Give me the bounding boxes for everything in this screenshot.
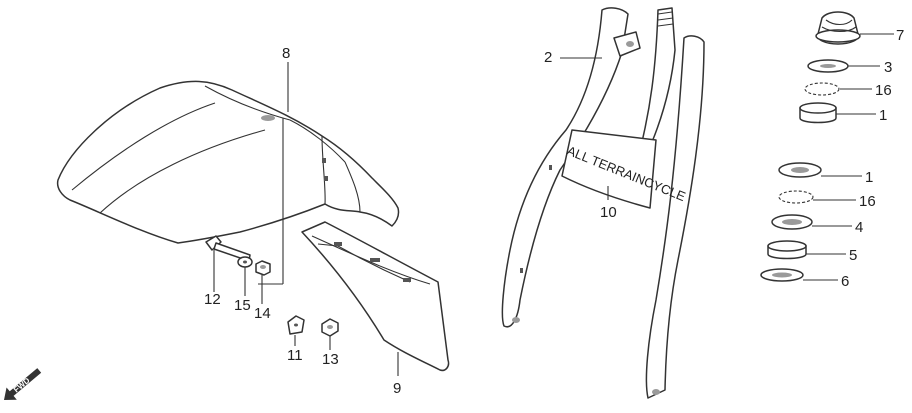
- steel-balls-upper: [804, 82, 840, 96]
- bottom-ball-race: [778, 162, 822, 178]
- callout-9: 9: [393, 380, 401, 397]
- callout-4: 4: [855, 219, 863, 236]
- front-fender: [56, 80, 400, 244]
- callout-10: 10: [600, 204, 617, 221]
- callout-6: 6: [841, 273, 849, 290]
- callout-16a: 16: [875, 82, 892, 99]
- collar-nut: [255, 260, 271, 276]
- callout-2: 2: [544, 49, 552, 66]
- callout-14: 14: [254, 305, 271, 322]
- leader-lines: [213, 33, 894, 376]
- steel-balls-lower: [778, 190, 814, 204]
- callout-13: 13: [322, 351, 339, 368]
- fwd-arrow-icon: FWD: [4, 368, 42, 400]
- steering-seal: [767, 240, 807, 260]
- callout-15: 15: [234, 297, 251, 314]
- callout-8: 8: [282, 45, 290, 62]
- callout-3: 3: [884, 59, 892, 76]
- dust-seal: [815, 11, 861, 45]
- number-plate: [301, 221, 450, 372]
- callout-12: 12: [204, 291, 221, 308]
- clip-nut: [287, 315, 305, 335]
- dust-ring: [760, 268, 804, 282]
- callout-1a: 1: [879, 107, 887, 124]
- hex-nut: [321, 318, 339, 337]
- top-cone-race: [807, 59, 849, 73]
- callout-16b: 16: [859, 193, 876, 210]
- callout-11: 11: [287, 347, 303, 364]
- bolt: [205, 235, 251, 262]
- front-fork: [501, 7, 705, 399]
- callout-7: 7: [896, 27, 904, 44]
- washer: [237, 256, 253, 268]
- callout-5: 5: [849, 247, 857, 264]
- bottom-cone-race: [771, 214, 813, 230]
- callout-1b: 1: [865, 169, 873, 186]
- top-ball-race: [799, 102, 837, 124]
